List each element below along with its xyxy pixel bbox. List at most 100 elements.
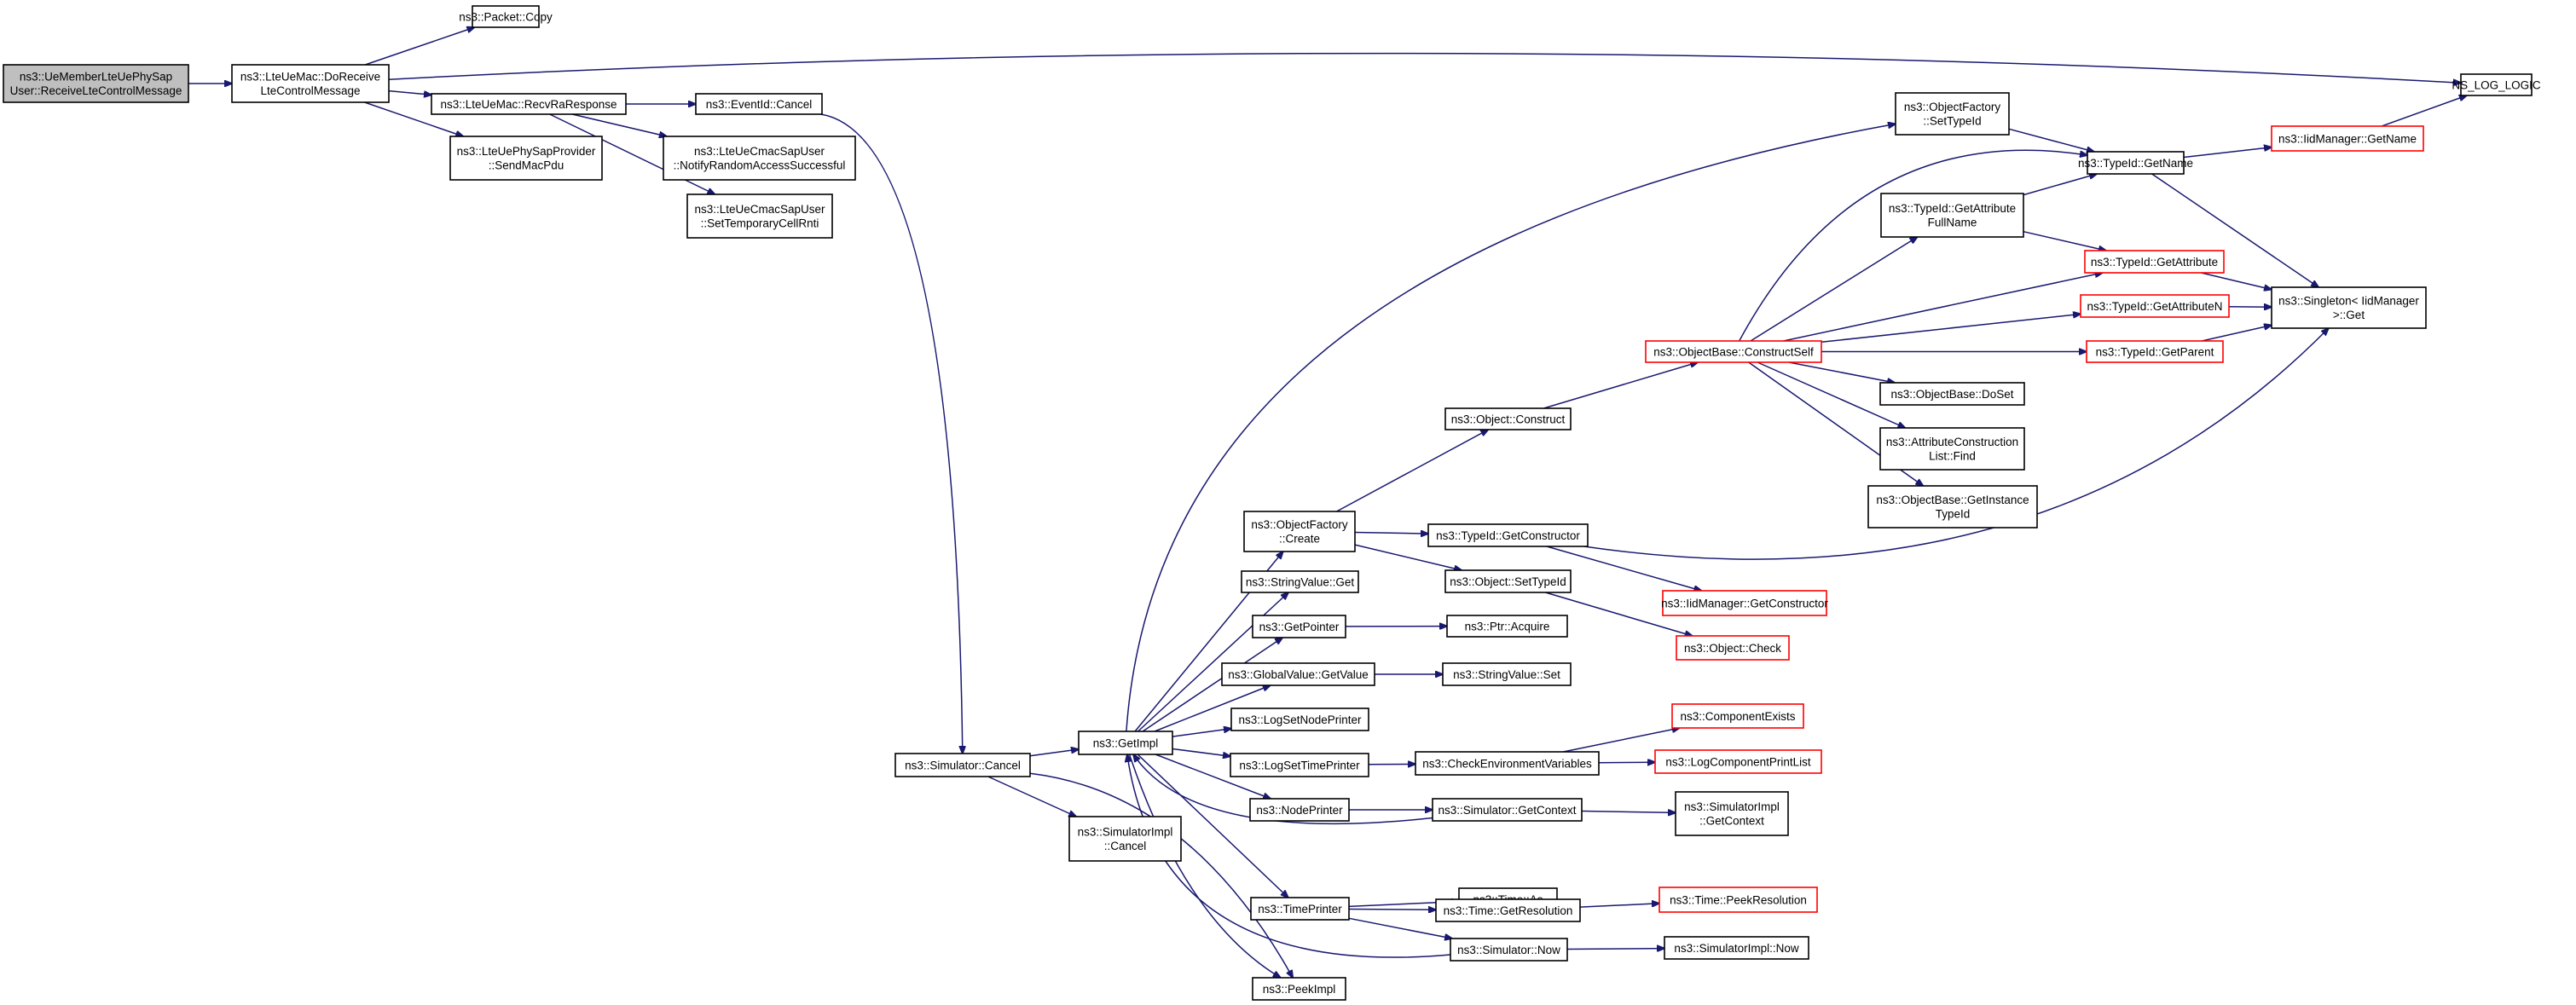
call-edge-getConstructor-to-iidGetConstructor (1546, 546, 1702, 591)
call-edge-doReceive-to-sendMacPdu (364, 101, 464, 136)
node-label: ns3::LteUeCmacSapUser (694, 203, 825, 216)
call-edge-getAttrFullName-to-getAttribute (2023, 230, 2106, 251)
call-edge-constructSelf-to-typeIdGetName (1739, 149, 2087, 342)
node-box (1645, 340, 1822, 363)
node-getConstructor[interactable]: ns3::TypeId::GetConstructor (1427, 523, 1589, 547)
node-gvGetValue[interactable]: ns3::GlobalValue::GetValue (1221, 662, 1375, 686)
node-ofCreate[interactable]: ns3::ObjectFactory::Create (1243, 511, 1356, 552)
node-stringValueSet[interactable]: ns3::StringValue::Set (1442, 662, 1572, 686)
node-label: ::GetContext (1699, 815, 1764, 828)
node-box (2086, 340, 2224, 363)
node-timeGetRes[interactable]: ns3::Time::GetResolution (1435, 898, 1581, 922)
node-box (1450, 938, 1568, 962)
node-simNow[interactable]: ns3::Simulator::Now (1450, 938, 1568, 962)
call-edge-ofSetTypeId-to-typeIdGetName (2008, 128, 2094, 152)
node-doSet[interactable]: ns3::ObjectBase::DoSet (1879, 382, 2025, 406)
call-edge-simCancel-to-simImplCancel (987, 776, 1077, 817)
node-box (1243, 511, 1356, 552)
node-box (1880, 193, 2024, 238)
node-objectConstruct[interactable]: ns3::Object::Construct (1444, 407, 1572, 430)
node-checkEnvVars[interactable]: ns3::CheckEnvironmentVariables (1415, 751, 1600, 776)
node-iidGetConstructor[interactable]: ns3::IidManager::GetConstructor (1661, 590, 1828, 616)
node-label: ns3::LteUeMac::DoReceive (240, 71, 380, 84)
call-edge-getImpl-to-peekImpl (1128, 754, 1281, 978)
node-label: ns3::EventId::Cancel (706, 98, 813, 111)
node-objectCheck[interactable]: ns3::Object::Check (1676, 635, 1790, 661)
node-label: >::Get (2333, 309, 2365, 321)
node-box (1230, 708, 1369, 731)
node-label: ns3::ObjectFactory (1251, 518, 1348, 531)
node-box (1249, 798, 1350, 822)
node-componentExists[interactable]: ns3::ComponentExists (1671, 703, 1804, 729)
node-label: ::SetTypeId (1923, 115, 1981, 128)
node-simImplNow[interactable]: ns3::SimulatorImpl::Now (1664, 936, 1809, 960)
node-recvRa[interactable]: ns3::LteUeMac::RecvRaResponse (431, 93, 627, 115)
node-nsLogLogic[interactable]: NS_LOG_LOGIC (2452, 73, 2541, 96)
node-box (1442, 662, 1572, 686)
call-edge-ofCreate-to-getConstructor (1354, 533, 1428, 534)
node-box (1675, 791, 1789, 836)
node-ofSetTypeId[interactable]: ns3::ObjectFactory::SetTypeId (1895, 92, 2010, 136)
node-box (2084, 250, 2225, 274)
node-label: ns3::ObjectFactory (1904, 101, 2001, 113)
node-notifyRa[interactable]: ns3::LteUeCmacSapUser::NotifyRandomAcces… (663, 136, 856, 181)
node-label: ns3::TypeId::GetParent (2096, 345, 2214, 358)
node-setTempRnti[interactable]: ns3::LteUeCmacSapUser::SetTemporaryCellR… (686, 193, 833, 239)
node-label: ns3::SimulatorImpl (1078, 826, 1173, 839)
node-label: ns3::AttributeConstruction (1886, 436, 2018, 448)
node-simGetContext[interactable]: ns3::Simulator::GetContext (1432, 798, 1583, 822)
call-edge-constructSelf-to-doSet (1788, 361, 1895, 383)
node-label: ::Cancel (1104, 840, 1147, 852)
node-stringValueGet[interactable]: ns3::StringValue::Get (1241, 570, 1359, 593)
node-logSetTimePrinter[interactable]: ns3::LogSetTimePrinter (1230, 753, 1369, 777)
node-getParent[interactable]: ns3::TypeId::GetParent (2086, 340, 2224, 363)
node-box (1444, 569, 1572, 593)
node-box (1676, 635, 1790, 661)
node-simImplGetContext[interactable]: ns3::SimulatorImpl::GetContext (1675, 791, 1789, 836)
node-box (1654, 749, 1822, 774)
node-box (1664, 936, 1809, 960)
node-getAttribute[interactable]: ns3::TypeId::GetAttribute (2084, 250, 2225, 274)
node-getAttributeN[interactable]: ns3::TypeId::GetAttributeN (2080, 294, 2230, 318)
node-typeIdGetName[interactable]: ns3::TypeId::GetName (2078, 151, 2193, 175)
node-nodePrinter[interactable]: ns3::NodePrinter (1249, 798, 1350, 822)
node-label: LteControlMessage (260, 84, 360, 97)
node-label: ns3::SimulatorImpl::Now (1674, 942, 1799, 955)
node-box (1671, 703, 1804, 729)
node-iidGetName[interactable]: ns3::IidManager::GetName (2271, 125, 2424, 152)
node-label: ns3::IidManager::GetConstructor (1661, 597, 1828, 609)
node-box (472, 5, 540, 28)
node-logSetNodePrinter[interactable]: ns3::LogSetNodePrinter (1230, 708, 1369, 731)
node-label: ns3::LogComponentPrintList (1665, 755, 1811, 768)
node-packetCopy[interactable]: ns3::Packet::Copy (459, 5, 553, 28)
node-box (1444, 407, 1572, 430)
node-getPointer[interactable]: ns3::GetPointer (1252, 615, 1346, 638)
node-objSetTypeId[interactable]: ns3::Object::SetTypeId (1444, 569, 1572, 593)
node-box (3, 64, 189, 103)
call-edge-getAttribute-to-singletonGet (2201, 272, 2272, 290)
node-eventCancel[interactable]: ns3::EventId::Cancel (695, 93, 823, 115)
node-simCancel[interactable]: ns3::Simulator::Cancel (894, 753, 1031, 777)
call-edge-typeIdGetName-to-iidGetName (2183, 147, 2272, 159)
node-simImplCancel[interactable]: ns3::SimulatorImpl::Cancel (1068, 816, 1182, 862)
node-timePrinter[interactable]: ns3::TimePrinter (1250, 897, 1350, 921)
node-singletonGet[interactable]: ns3::Singleton< IidManager>::Get (2271, 286, 2427, 329)
node-sendMacPdu[interactable]: ns3::LteUePhySapProvider::SendMacPdu (449, 136, 603, 181)
call-edge-checkEnvVars-to-componentExists (1563, 728, 1680, 753)
node-box (2080, 294, 2230, 318)
node-logCompPrintList[interactable]: ns3::LogComponentPrintList (1654, 749, 1822, 774)
node-peekImpl[interactable]: ns3::PeekImpl (1252, 977, 1346, 1001)
node-ptrAcquire[interactable]: ns3::Ptr::Acquire (1446, 615, 1568, 638)
node-label: ns3::NodePrinter (1256, 804, 1343, 817)
node-label: ns3::LteUeCmacSapUser (694, 145, 825, 158)
call-edge-simGetContext-to-simImplGetContext (1581, 812, 1676, 813)
node-getImpl[interactable]: ns3::GetImpl (1078, 731, 1173, 755)
node-doReceive[interactable]: ns3::LteUeMac::DoReceiveLteControlMessag… (231, 64, 390, 103)
node-constructSelf[interactable]: ns3::ObjectBase::ConstructSelf (1645, 340, 1822, 363)
node-label: ::NotifyRandomAccessSuccessful (674, 159, 846, 172)
node-timePeekRes[interactable]: ns3::Time::PeekResolution (1658, 887, 1818, 913)
node-root[interactable]: ns3::UeMemberLteUePhySapUser::ReceiveLte… (3, 64, 189, 103)
